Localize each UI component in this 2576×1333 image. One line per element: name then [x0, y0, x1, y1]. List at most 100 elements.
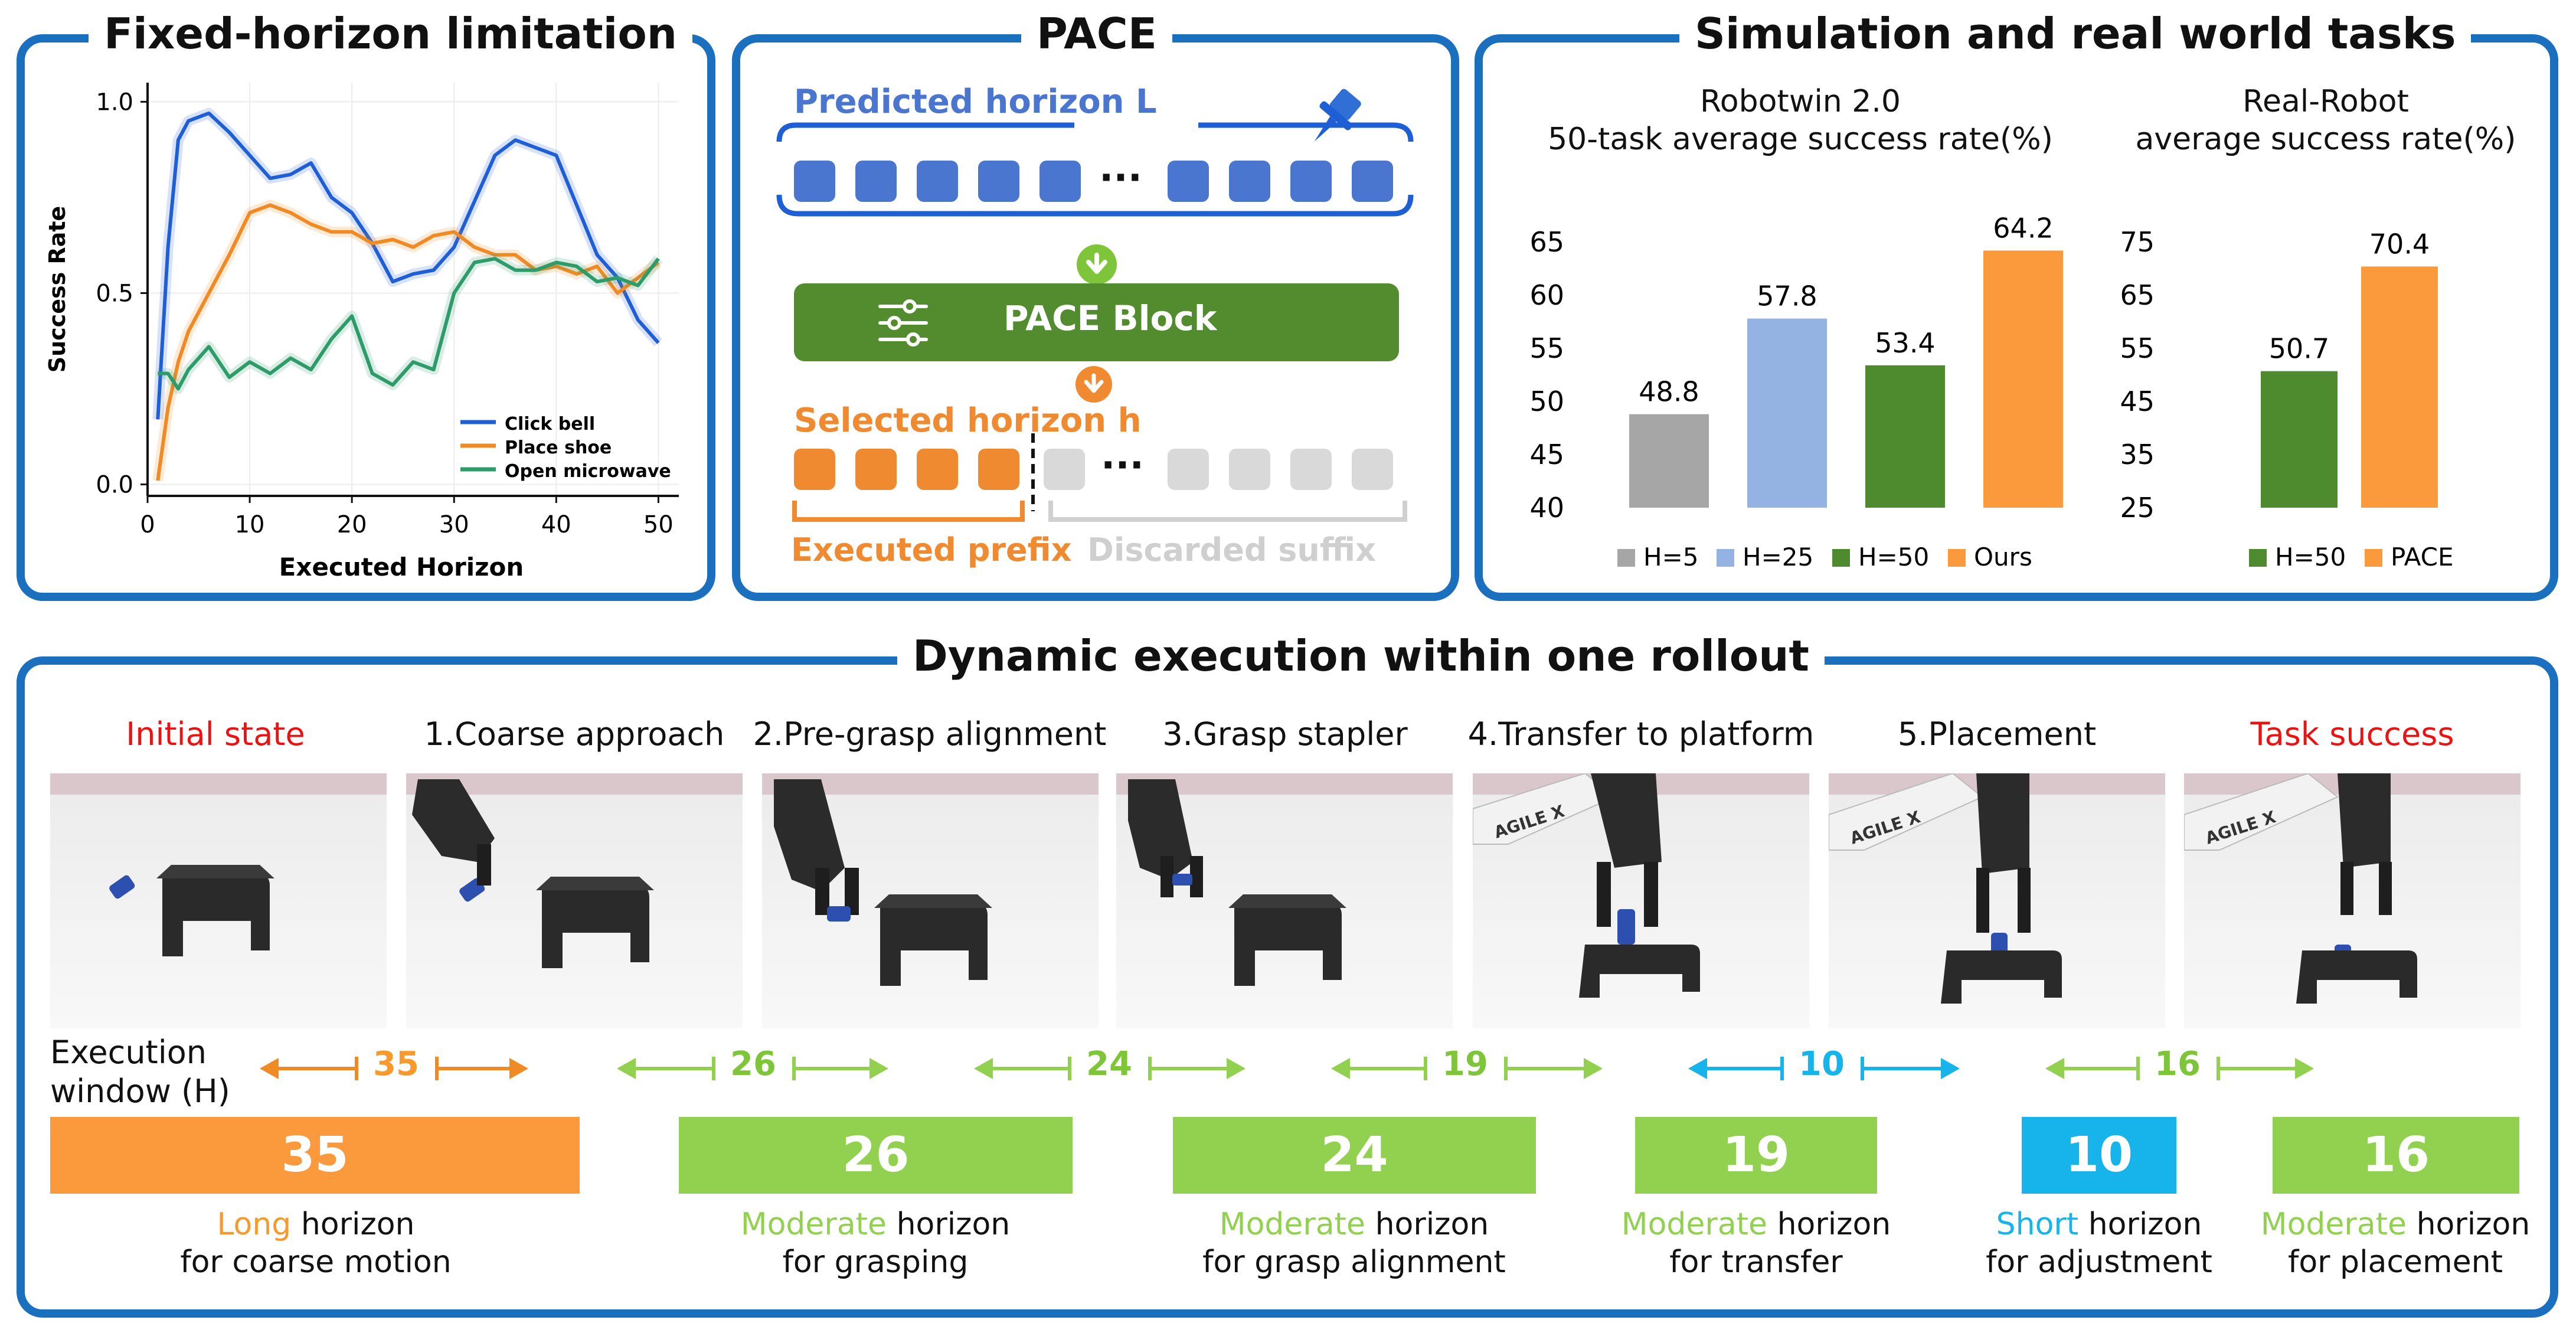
bar-y-tick-label: 65 [2120, 279, 2155, 311]
bar-y-tick-label: 25 [2120, 492, 2155, 524]
predicted-token [1039, 161, 1081, 202]
series-line-click-bell [156, 111, 660, 420]
desc-line2: for placement [2288, 1244, 2503, 1280]
y-axis-label: Success Rate [44, 206, 70, 373]
bar-y-tick-label: 50 [1529, 385, 1564, 417]
x-tick-label: 0 [140, 511, 155, 538]
bar-value-label: 48.8 [1639, 376, 1699, 408]
arrow-value-3: 24 [1086, 1045, 1132, 1083]
desc-word: Moderate [740, 1207, 887, 1242]
desc-rest: horizon [1365, 1207, 1489, 1242]
arrow-head-left [260, 1058, 279, 1079]
execution-label-line2: window (H) [50, 1073, 230, 1110]
photo-initial-state [50, 773, 387, 1028]
desc-rest: horizon [1767, 1207, 1891, 1242]
robotwin-title: Robotwin 2.0 50-task average success rat… [1511, 83, 2090, 158]
legend-label: H=50 [1858, 543, 1929, 571]
y-tick-label: 0.0 [96, 472, 133, 499]
sliders-icon [878, 299, 928, 347]
executed-token [794, 449, 835, 490]
legend-swatch [2365, 549, 2382, 567]
discarded-token [1352, 449, 1393, 490]
predicted-token [1290, 161, 1332, 202]
x-axis-label: Executed Horizon [279, 553, 524, 581]
selected-horizon-label: Selected horizon h [794, 401, 1142, 440]
bar-value-label: 70.4 [2369, 228, 2430, 260]
desc-rest: horizon [2407, 1207, 2531, 1242]
desc-rest: horizon [887, 1207, 1011, 1242]
arrow-head-right [2295, 1058, 2314, 1079]
bar-y-tick-label: 55 [2120, 332, 2155, 364]
legend-place-shoe: Place shoe [505, 437, 612, 458]
bar-y-tick-label: 45 [2120, 385, 2155, 417]
series-line-place-shoe [156, 203, 660, 481]
fixed-horizon-title: Fixed-horizon limitation [89, 7, 693, 60]
bar-h-50 [2261, 371, 2338, 508]
bar-value-label: 57.8 [1757, 280, 1817, 312]
desc-line2: for coarse motion [180, 1244, 452, 1280]
photo-task-success: AGILE X [2184, 773, 2521, 1028]
y-tick-label: 1.0 [96, 89, 133, 116]
photo-transfer: AGILE X [1473, 773, 1809, 1028]
bar-h-5 [1629, 414, 1709, 508]
desc-rest: horizon [291, 1207, 415, 1242]
predicted-token [978, 161, 1019, 202]
horizon-box-26: 26 [679, 1117, 1073, 1194]
y-tick-label: 0.5 [96, 280, 133, 307]
horizon-box-35: 35 [50, 1117, 580, 1194]
executed-token [917, 449, 958, 490]
desc-word: Moderate [1219, 1207, 1366, 1242]
executed-token [855, 449, 897, 490]
legend-swatch [1832, 549, 1850, 567]
robotwin-title-line1: Robotwin 2.0 [1700, 84, 1901, 119]
horizon-box-19: 19 [1635, 1117, 1877, 1194]
desc-transfer: Moderate horizon for transfer [1579, 1205, 1933, 1281]
arrow-value-4: 19 [1442, 1045, 1488, 1083]
legend-swatch [1717, 549, 1734, 567]
split-divider [1031, 433, 1035, 511]
robotwin-title-line2: 50-task average success rate(%) [1548, 122, 2053, 157]
realrobot-title-line2: average success rate(%) [2135, 122, 2516, 157]
line-legend: Click bell Place shoe Open microwave [460, 414, 671, 482]
horizon-box-24: 24 [1173, 1117, 1536, 1194]
legend-label: H=50 [2275, 543, 2346, 571]
predicted-token [917, 161, 958, 202]
bar-h-50 [1865, 365, 1945, 508]
pin-icon [1314, 89, 1361, 142]
stage-coarse-approach: 1.Coarse approach [424, 715, 725, 753]
legend-label: H=25 [1743, 543, 1813, 571]
discarded-token [1229, 449, 1270, 490]
desc-line2: for grasping [782, 1244, 969, 1280]
discarded-token [1168, 449, 1209, 490]
desc-line2: for grasp alignment [1202, 1244, 1506, 1280]
dynamic-title: Dynamic execution within one rollout [897, 629, 1825, 682]
realrobot-title: Real-Robot average success rate(%) [2101, 83, 2550, 158]
legend-swatch [1948, 549, 1966, 567]
arrow-head-right [869, 1058, 888, 1079]
predicted-bracket [776, 122, 1414, 217]
arrow-head-left [617, 1058, 636, 1079]
x-tick-label: 20 [337, 511, 367, 538]
predicted-token [1352, 161, 1393, 202]
discarded-suffix-label: Discarded suffix [1087, 531, 1376, 569]
arrow-value-2: 26 [730, 1045, 776, 1083]
fixed-horizon-panel [17, 34, 715, 601]
stage-transfer: 4.Transfer to platform [1467, 715, 1815, 753]
desc-adjustment: Short horizon for adjustment [1922, 1205, 2276, 1281]
bar-y-tick-label: 60 [1529, 279, 1564, 311]
window-arrows [260, 1057, 2314, 1080]
bar-y-tick-label: 65 [1529, 226, 1564, 258]
desc-line2: for adjustment [1986, 1244, 2212, 1280]
arrow-head-right [1941, 1058, 1960, 1079]
bar-y-tick-label: 40 [1529, 492, 1564, 524]
stage-initial-state: Initial state [126, 715, 305, 753]
arrow-head-right [509, 1058, 528, 1079]
bar-ours [1983, 250, 2063, 508]
bar-h-25 [1747, 318, 1827, 508]
arrow-value-1: 35 [373, 1045, 419, 1083]
x-tick-label: 40 [541, 511, 571, 538]
photo-placement: AGILE X [1829, 773, 2165, 1028]
stage-pre-grasp: 2.Pre-grasp alignment [753, 715, 1107, 753]
